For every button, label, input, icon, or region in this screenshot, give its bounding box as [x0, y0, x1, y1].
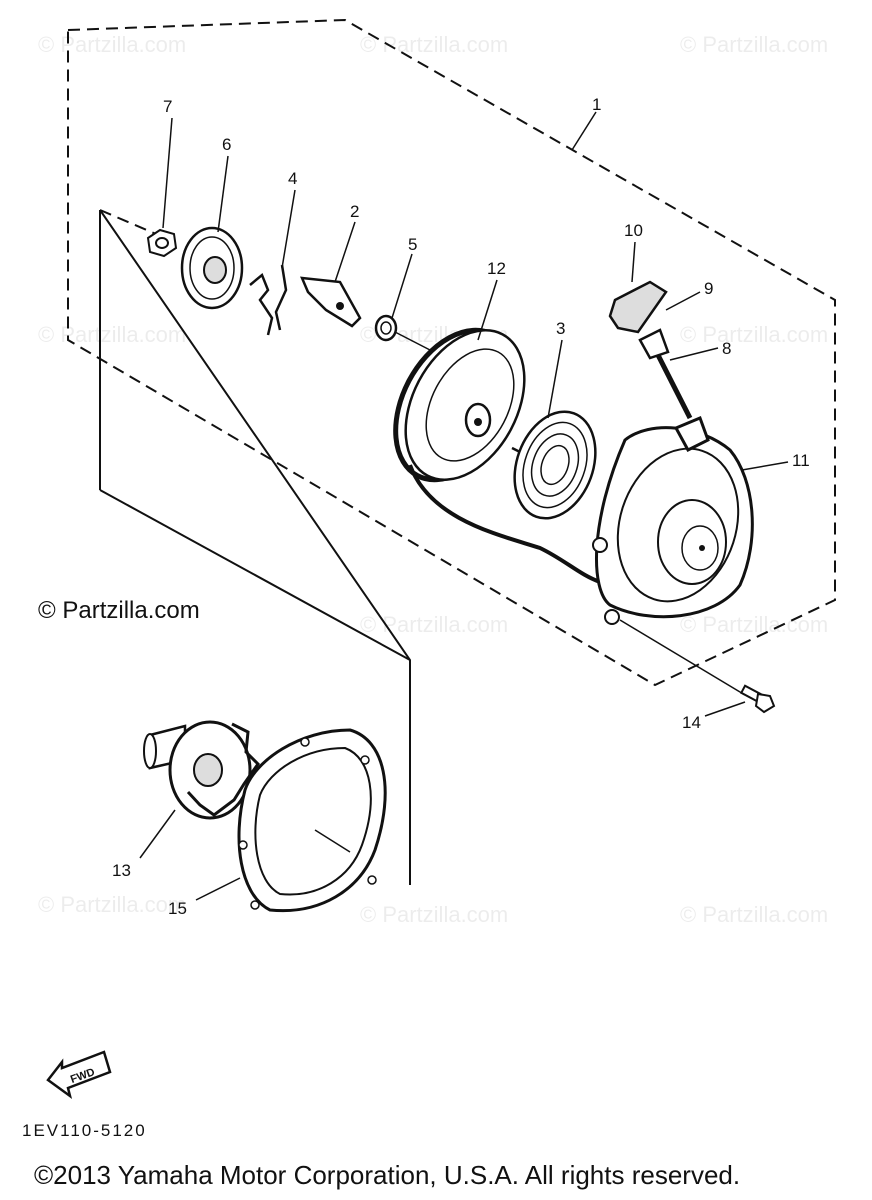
callout-5: 5: [408, 235, 417, 254]
crankcase-frame: [99, 489, 411, 661]
callout-15: 15: [168, 899, 187, 918]
leader-axis: [394, 331, 431, 351]
watermark-text: © Partzilla.com: [360, 32, 508, 57]
callout-7: 7: [163, 97, 172, 116]
drive-plate-part-6: [180, 226, 244, 310]
callout-14: 14: [682, 713, 701, 732]
watermark-text: © Partzilla.com: [38, 32, 186, 57]
watermark-text: © Partzilla.com: [38, 892, 186, 917]
sheave-drum-part-12: [393, 327, 526, 483]
callout-8: 8: [722, 339, 731, 358]
fwd-arrow-icon: FWD: [46, 1050, 112, 1100]
bolt-part-14: [739, 684, 776, 714]
leader-axis: [619, 619, 746, 696]
drive-pulley-part-13: [143, 720, 260, 820]
brand-watermark: © Partzilla.com: [38, 597, 200, 624]
callout-3: 3: [556, 319, 565, 338]
callout-2: 2: [350, 202, 359, 221]
handle-grip-part-10: [608, 280, 668, 334]
assembly-outline: [67, 18, 836, 687]
diagram-code: 1EV110-5120: [22, 1121, 147, 1140]
spring-clip-part-4: [249, 264, 288, 336]
callout-12: 12: [487, 259, 506, 278]
rope-part-8: [655, 353, 693, 420]
watermark-text: © Partzilla.com: [360, 612, 508, 637]
handle-insert-part-9: [638, 328, 670, 360]
callout-1: 1: [592, 95, 601, 114]
callout-13: 13: [112, 861, 131, 880]
copyright-notice: ©2013 Yamaha Motor Corporation, U.S.A. A…: [34, 1160, 741, 1190]
watermark-text: © Partzilla.com: [680, 322, 828, 347]
pawl-hole: [336, 302, 344, 310]
callout-4: 4: [288, 169, 297, 188]
recoil-spring-part-3: [511, 410, 597, 520]
watermark-text: © Partzilla.com: [680, 902, 828, 927]
pawl-part-2: [300, 276, 362, 328]
watermark-text: © Partzilla.com: [38, 322, 186, 347]
spring-part-5: [374, 314, 398, 342]
gasket-part-15: [237, 728, 387, 913]
watermark-text: © Partzilla.com: [360, 902, 508, 927]
nut-part-7: [146, 228, 178, 258]
callout-10: 10: [624, 221, 643, 240]
housing-part-11: [592, 416, 754, 625]
watermark-text: © Partzilla.com: [680, 612, 828, 637]
callout-11: 11: [792, 451, 810, 470]
callout-leaders: [139, 111, 789, 901]
callout-9: 9: [704, 279, 713, 298]
callout-6: 6: [222, 135, 231, 154]
starter-rope: [408, 464, 601, 584]
watermark-text: © Partzilla.com: [680, 32, 828, 57]
